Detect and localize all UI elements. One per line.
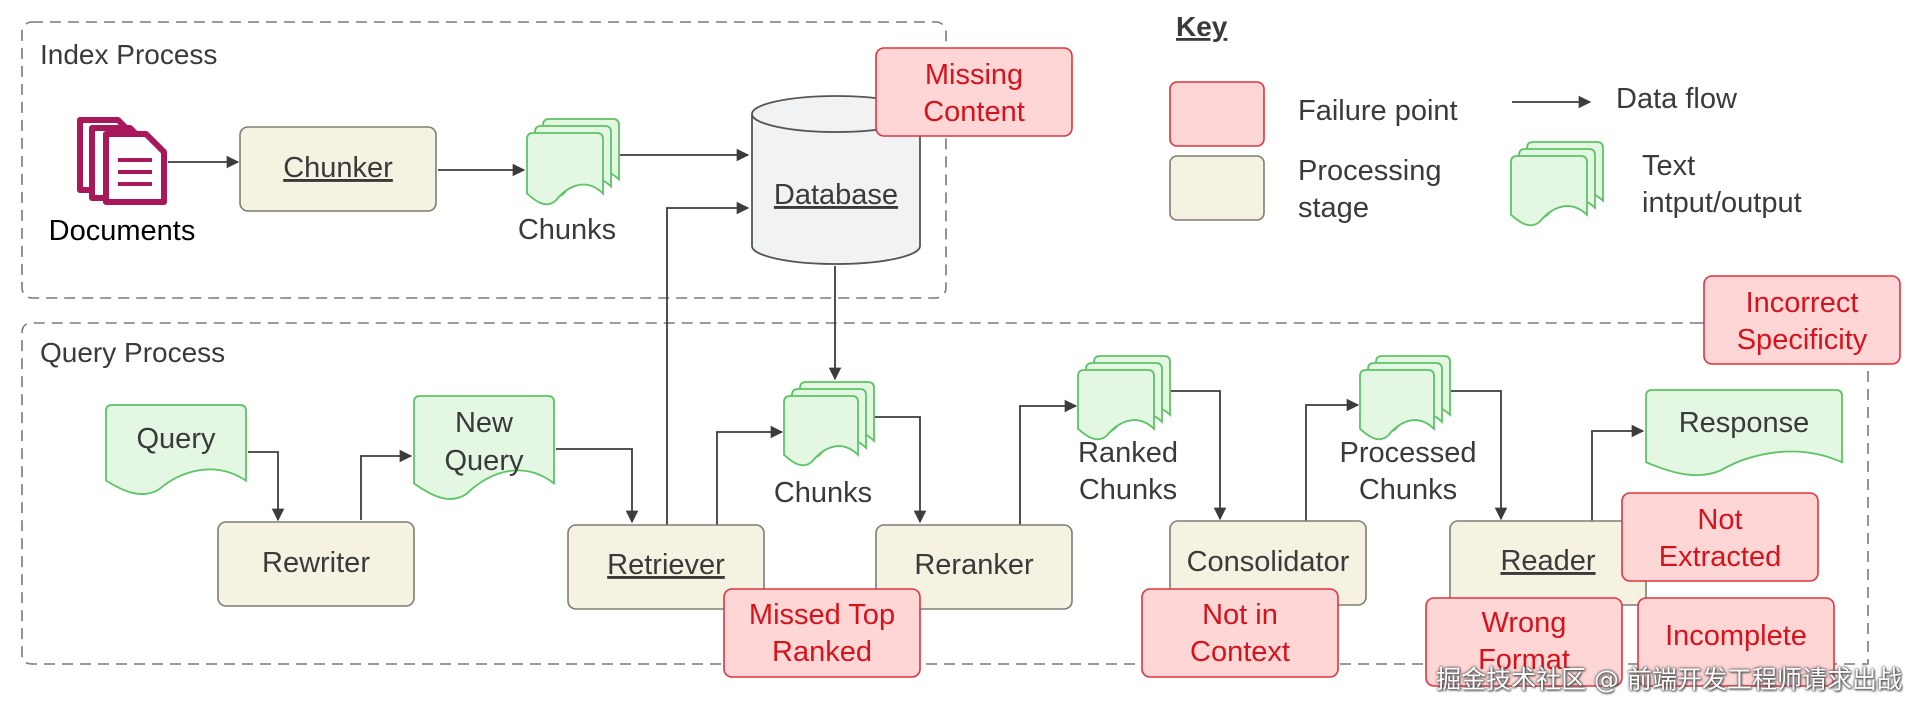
fp-not-in-context bbox=[1141, 588, 1339, 678]
fp-not-extracted-line1: Not bbox=[1697, 504, 1742, 536]
key-stage-line1: Processing bbox=[1298, 155, 1441, 187]
query-chunks-label: Chunks bbox=[774, 477, 872, 509]
fp-not-in-context-line1: Not in bbox=[1202, 599, 1278, 631]
key-stage-line2: stage bbox=[1298, 192, 1369, 224]
index-process-panel bbox=[21, 21, 947, 299]
documents-icon bbox=[77, 117, 167, 205]
fp-incorrect-specificity-line1: Incorrect bbox=[1746, 287, 1859, 319]
fp-not-extracted bbox=[1621, 492, 1819, 582]
new-query-line1: New bbox=[455, 407, 514, 439]
fp-wrong-format-line1: Wrong bbox=[1482, 607, 1567, 639]
arrow-retriever-to-database bbox=[666, 201, 750, 526]
fp-missed-top-ranked-line2: Ranked bbox=[772, 636, 872, 668]
fp-incomplete-label: Incomplete bbox=[1665, 620, 1807, 652]
key-text-io-swatch bbox=[1510, 141, 1604, 227]
processed-chunks-line1: Processed bbox=[1339, 437, 1476, 469]
arrow-consolidator-to-processedchunks bbox=[1305, 398, 1360, 521]
reranker-stage bbox=[875, 524, 1073, 610]
key-stage-swatch bbox=[1169, 155, 1265, 221]
arrow-query-to-rewriter bbox=[248, 451, 285, 522]
arrow-reader-to-response bbox=[1591, 424, 1645, 522]
arrow-processedchunks-to-reader bbox=[1451, 390, 1508, 521]
ranked-chunks-line1: Ranked bbox=[1078, 437, 1178, 469]
fp-missed-top-ranked-line1: Missed Top bbox=[749, 599, 895, 631]
fp-incorrect-specificity-line2: Specificity bbox=[1737, 324, 1868, 356]
data-flow-arrows bbox=[168, 148, 1645, 526]
key-text-io-line2: intput/output bbox=[1642, 187, 1802, 219]
fp-missed-top-ranked bbox=[723, 588, 921, 678]
key-dataflow-label: Data flow bbox=[1616, 83, 1738, 115]
rewriter-label: Rewriter bbox=[262, 547, 370, 579]
new-query-text-io bbox=[413, 395, 555, 500]
fp-wrong-format bbox=[1425, 597, 1623, 687]
processed-chunks-text-io bbox=[1359, 355, 1451, 441]
fp-not-extracted-line2: Extracted bbox=[1659, 541, 1782, 573]
fp-incomplete bbox=[1637, 597, 1835, 687]
index-chunks-text-io bbox=[526, 118, 620, 206]
ranked-chunks-line2: Chunks bbox=[1079, 474, 1177, 506]
fp-wrong-format-line2: Format bbox=[1478, 644, 1570, 676]
query-text-io bbox=[105, 404, 247, 495]
arrow-rewriter-to-newquery bbox=[360, 449, 413, 520]
index-process-label: Index Process bbox=[40, 39, 217, 70]
processed-chunks-line2: Chunks bbox=[1359, 474, 1457, 506]
fp-missing-content-line1: Missing bbox=[925, 59, 1023, 91]
new-query-line2: Query bbox=[445, 445, 524, 477]
response-text-io bbox=[1645, 389, 1843, 476]
key-text-io-line1: Text bbox=[1642, 150, 1695, 182]
fp-missing-content bbox=[875, 47, 1073, 137]
fp-incorrect-specificity bbox=[1703, 275, 1901, 365]
retriever-stage bbox=[567, 524, 765, 610]
arrow-newquery-to-retriever bbox=[556, 448, 639, 524]
retriever-label: Retriever bbox=[607, 549, 725, 581]
query-label: Query bbox=[137, 423, 216, 455]
fp-not-in-context-line2: Context bbox=[1190, 636, 1290, 668]
arrow-chunks-to-reranker bbox=[874, 416, 927, 524]
key-failure-swatch bbox=[1169, 81, 1265, 147]
ranked-chunks-text-io bbox=[1077, 355, 1171, 441]
query-chunks-text-io bbox=[783, 381, 875, 467]
watermark: 掘金技术社区 @ 前端开发工程师请求出战 bbox=[1436, 665, 1902, 694]
query-process-label: Query Process bbox=[40, 337, 225, 368]
database-label: Database bbox=[774, 179, 898, 211]
arrow-retriever-to-chunks bbox=[716, 425, 784, 526]
key-failure-label: Failure point bbox=[1298, 95, 1458, 127]
rewriter-stage bbox=[217, 521, 415, 607]
response-label: Response bbox=[1679, 407, 1810, 439]
fp-missing-content-line2: Content bbox=[923, 96, 1025, 128]
query-process-panel bbox=[21, 322, 1869, 665]
consolidator-label: Consolidator bbox=[1187, 546, 1350, 578]
documents-label: Documents bbox=[49, 215, 196, 247]
reranker-label: Reranker bbox=[914, 549, 1034, 581]
arrow-reranker-to-rankedchunks bbox=[1019, 399, 1078, 526]
index-chunks-label: Chunks bbox=[518, 214, 616, 246]
reader-label: Reader bbox=[1500, 545, 1595, 577]
chunker-label: Chunker bbox=[283, 152, 393, 184]
arrow-rankedchunks-to-consolidator bbox=[1170, 390, 1227, 521]
key-title: Key bbox=[1176, 11, 1228, 42]
chunker-stage bbox=[239, 126, 437, 212]
